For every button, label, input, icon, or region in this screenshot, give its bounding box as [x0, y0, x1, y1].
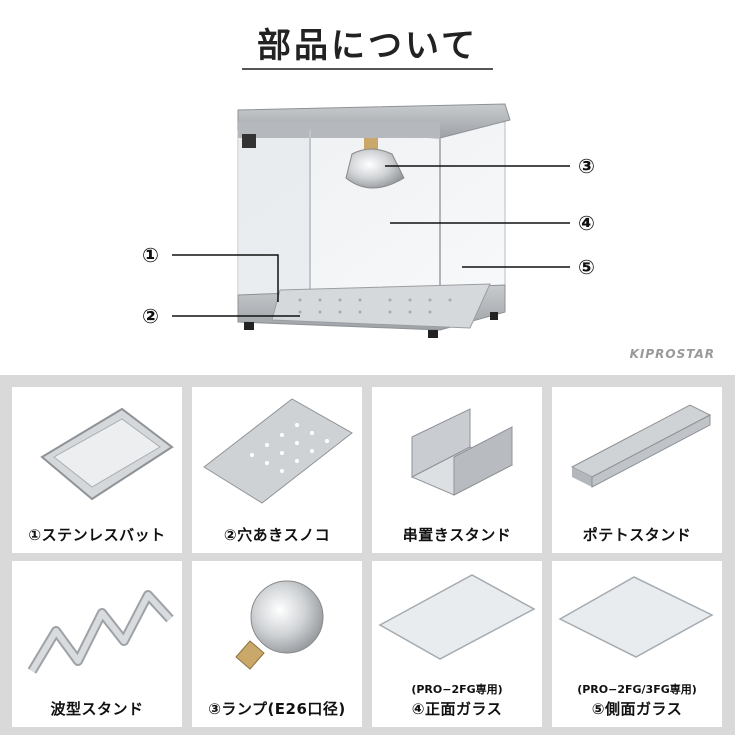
callout-3: ③ — [578, 154, 595, 178]
part-card-potato-stand: ポテトスタンド — [552, 387, 722, 553]
part-card-skewer-stand: 串置きスタンド — [372, 387, 542, 553]
brand-logo: KIPROSTAR — [629, 347, 715, 361]
part-card-perforated-rack: ②穴あきスノコ — [192, 387, 362, 553]
part-sublabel: (PRO−2FG専用) — [411, 683, 503, 696]
side-glass-icon — [558, 576, 714, 658]
stainless-tray-icon — [40, 407, 174, 501]
lamp-bulb-icon — [235, 580, 324, 670]
part-card-stainless-tray: ①ステンレスバット — [12, 387, 182, 553]
part-card-side-glass: (PRO−2FG/3FG専用) ⑤側面ガラス — [552, 561, 722, 727]
callout-5: ⑤ — [578, 255, 595, 279]
part-sublabel: (PRO−2FG/3FG専用) — [577, 683, 697, 696]
part-label: 波型スタンド — [50, 700, 144, 718]
title-underline — [242, 68, 493, 70]
part-label: ポテトスタンド — [582, 526, 692, 544]
part-card-wave-stand: 波型スタンド — [12, 561, 182, 727]
wave-stand-icon — [27, 590, 174, 674]
part-label: ①ステンレスバット — [28, 526, 166, 544]
part-card-lamp: ③ランプ(E26口径) — [192, 561, 362, 727]
skewer-stand-icon — [410, 408, 514, 496]
warmer-case-illustration — [172, 103, 570, 338]
part-label: 串置きスタンド — [402, 526, 512, 544]
part-label: ④正面ガラス — [411, 700, 503, 718]
part-card-front-glass: (PRO−2FG専用) ④正面ガラス — [372, 561, 542, 727]
potato-stand-icon — [570, 404, 712, 488]
page-title: 部品について — [257, 26, 478, 66]
callout-4: ④ — [578, 211, 595, 235]
front-glass-icon — [378, 574, 536, 660]
callout-2: ② — [142, 304, 159, 328]
part-label: ③ランプ(E26口径) — [208, 700, 346, 718]
part-label: ⑤側面ガラス — [591, 700, 683, 718]
callout-1: ① — [142, 243, 159, 267]
perforated-rack-icon — [203, 398, 353, 504]
part-label: ②穴あきスノコ — [223, 526, 331, 544]
